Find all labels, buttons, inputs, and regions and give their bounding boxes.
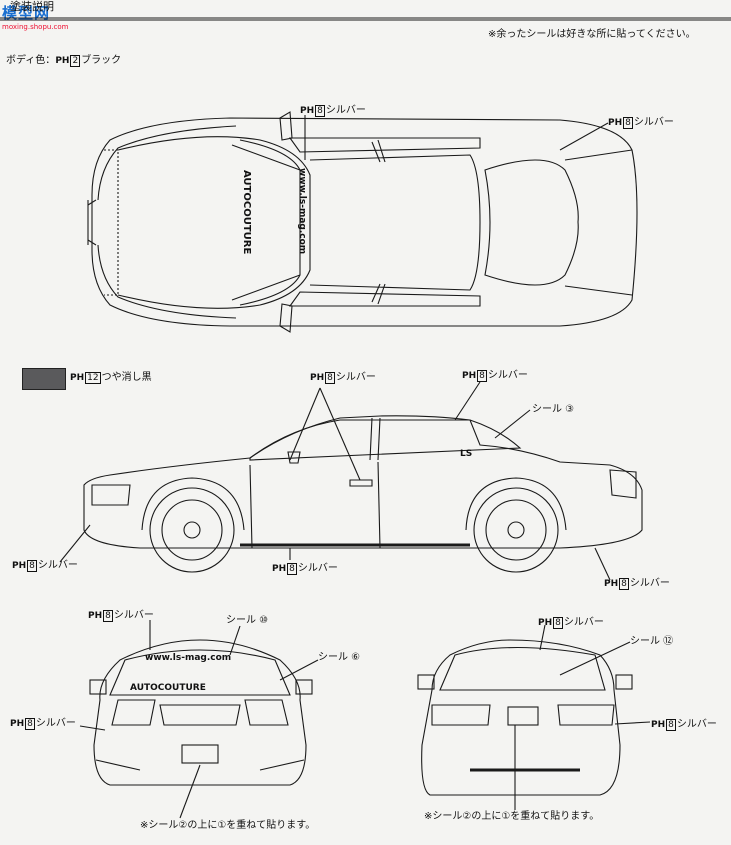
note-rear-plate: ※シール②の上に①を重ねて貼ります。	[424, 811, 600, 822]
paint-prefix: PH	[55, 56, 70, 66]
body-color-code: 2	[70, 55, 81, 67]
note-leftover-decals: ※余ったシールは好きな所に貼ってください。	[488, 29, 696, 40]
color-swatch-black	[22, 368, 66, 390]
label-seal-6: シール ⑥	[318, 652, 361, 663]
label-seal-10: シール ⑩	[226, 615, 269, 626]
decal-site-top: www.ls-mag.com	[297, 168, 307, 254]
decal-autocouture-top: AUTOCOUTURE	[241, 170, 252, 254]
body-color-name: ブラック	[81, 55, 122, 66]
note-front-plate: ※シール②の上に①を重ねて貼ります。	[140, 820, 316, 831]
label-seal-12: シール ⑫	[630, 636, 674, 647]
car-side-view	[59, 381, 643, 581]
decal-site-front: www.ls-mag.com	[145, 653, 231, 663]
car-front-view	[79, 620, 319, 819]
body-color-label: ボディ色：	[6, 55, 56, 66]
watermark-url: moxing.shopu.com	[2, 23, 69, 31]
car-rear-view	[417, 624, 651, 810]
label-seal-3: シール ③	[532, 404, 575, 415]
car-top-view	[87, 111, 638, 333]
decal-autocouture-front: AUTOCOUTURE	[130, 683, 206, 693]
title-fragment: 塗装説明	[10, 0, 54, 13]
decal-badge-side: LS	[460, 449, 472, 459]
